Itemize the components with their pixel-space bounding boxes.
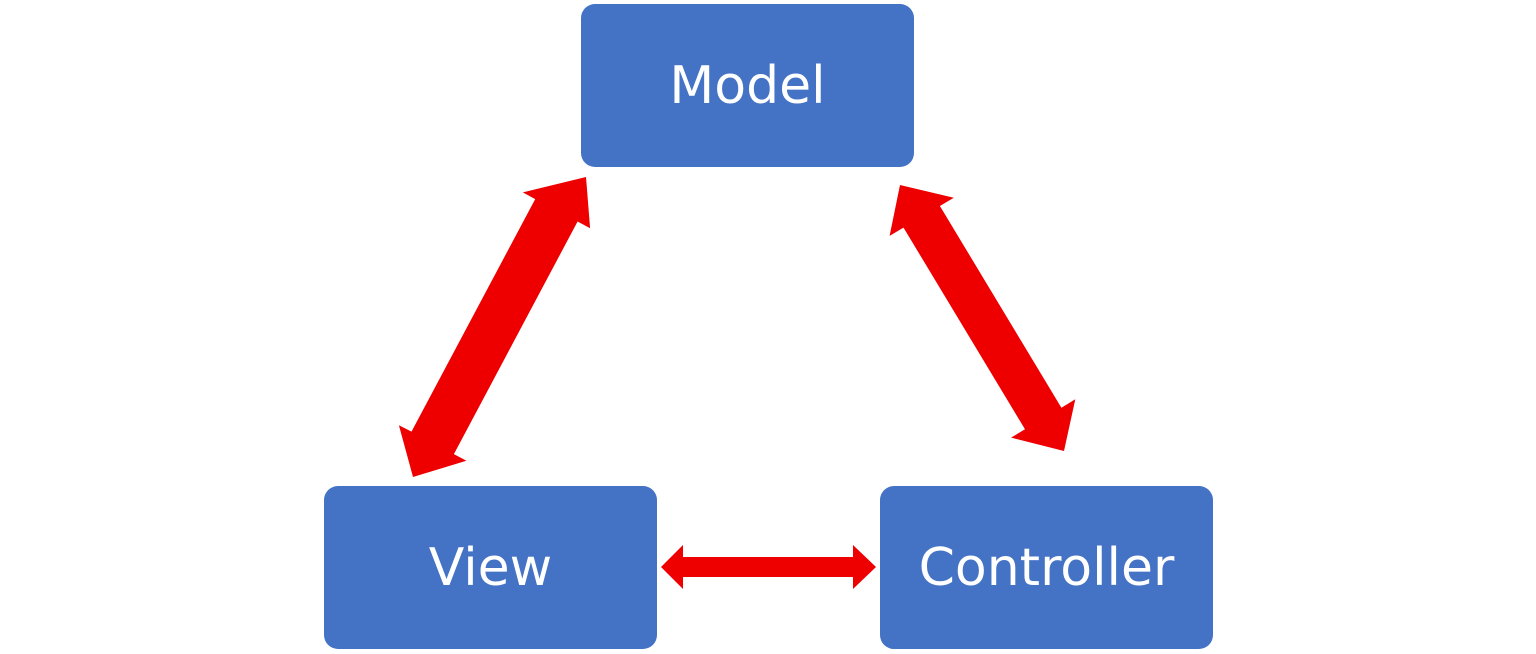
arrow-model-view [398, 177, 591, 477]
arrow-model-controller [889, 185, 1076, 451]
view-label: View [428, 537, 553, 598]
model-box: Model [581, 4, 914, 167]
controller-label: Controller [918, 537, 1175, 598]
controller-box: Controller [880, 486, 1213, 649]
view-box: View [324, 486, 657, 649]
arrow-view-controller [661, 545, 876, 589]
model-label: Model [669, 55, 826, 116]
